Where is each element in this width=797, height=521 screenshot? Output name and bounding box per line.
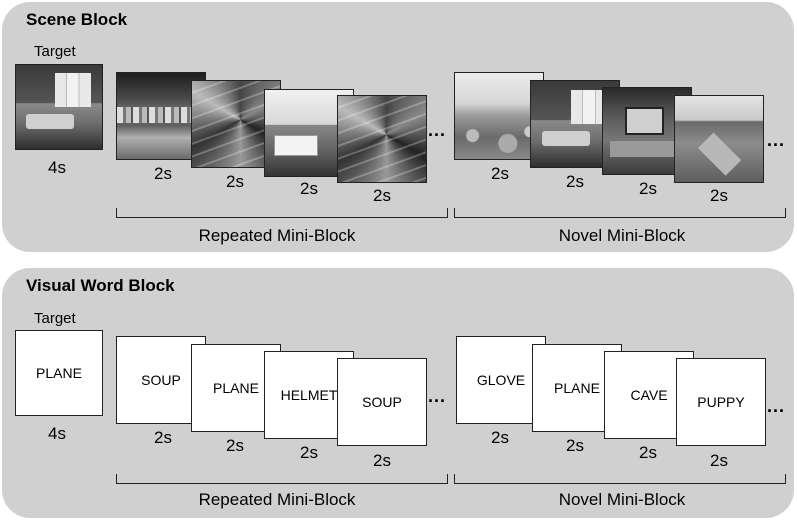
scene-repeated-ellipsis: ... bbox=[428, 120, 447, 140]
word-repeated-duration-4: 2s bbox=[373, 451, 391, 470]
word-repeated-duration-1: 2s bbox=[154, 428, 172, 447]
word-novel-card-1: GLOVE bbox=[456, 336, 546, 424]
word-repeated-ellipsis: ... bbox=[428, 386, 447, 406]
scene-novel-duration-2: 2s bbox=[566, 172, 584, 191]
word-novel-card-4: PUPPY bbox=[676, 358, 766, 446]
word-novel-duration-4: 2s bbox=[710, 451, 728, 470]
word-novel-bracket bbox=[454, 474, 786, 484]
scene-block-panel: Scene Block Target 4s ... 2s 2s 2s 2s ..… bbox=[2, 2, 794, 252]
scene-novel-duration-3: 2s bbox=[639, 179, 657, 198]
word-block-panel: Visual Word Block Target PLANE 4s SOUP P… bbox=[2, 268, 794, 518]
scene-novel-image-4 bbox=[674, 95, 764, 183]
scene-repeated-duration-4: 2s bbox=[373, 186, 391, 205]
scene-repeated-duration-3: 2s bbox=[300, 179, 318, 198]
scene-novel-duration-4: 2s bbox=[710, 186, 728, 205]
scene-novel-bracket bbox=[454, 208, 786, 218]
scene-novel-ellipsis: ... bbox=[767, 130, 786, 150]
scene-target-image bbox=[15, 64, 103, 150]
word-repeated-duration-2: 2s bbox=[226, 436, 244, 455]
word-block-title: Visual Word Block bbox=[26, 276, 175, 295]
scene-repeated-bracket bbox=[116, 208, 448, 218]
scene-novel-label: Novel Mini-Block bbox=[558, 226, 686, 245]
word-novel-ellipsis: ... bbox=[767, 396, 786, 416]
scene-repeated-label: Repeated Mini-Block bbox=[198, 226, 356, 245]
word-target-card: PLANE bbox=[15, 330, 103, 416]
word-novel-duration-3: 2s bbox=[639, 443, 657, 462]
word-repeated-bracket bbox=[116, 474, 448, 484]
scene-block-title: Scene Block bbox=[26, 10, 128, 29]
scene-novel-duration-1: 2s bbox=[491, 164, 509, 183]
scene-novel-image-1 bbox=[454, 72, 544, 160]
word-target-duration: 4s bbox=[48, 424, 66, 443]
scene-repeated-duration-2: 2s bbox=[226, 172, 244, 191]
word-target-label: Target bbox=[34, 310, 76, 327]
scene-target-duration: 4s bbox=[48, 158, 66, 177]
word-novel-label: Novel Mini-Block bbox=[558, 490, 686, 509]
word-repeated-duration-3: 2s bbox=[300, 443, 318, 462]
scene-target-label: Target bbox=[34, 43, 76, 60]
word-novel-duration-2: 2s bbox=[566, 436, 584, 455]
word-repeated-card-4: SOUP bbox=[337, 358, 427, 446]
word-repeated-label: Repeated Mini-Block bbox=[198, 490, 356, 509]
word-novel-duration-1: 2s bbox=[491, 428, 509, 447]
scene-repeated-duration-1: 2s bbox=[154, 164, 172, 183]
scene-repeated-image-4 bbox=[337, 95, 427, 183]
